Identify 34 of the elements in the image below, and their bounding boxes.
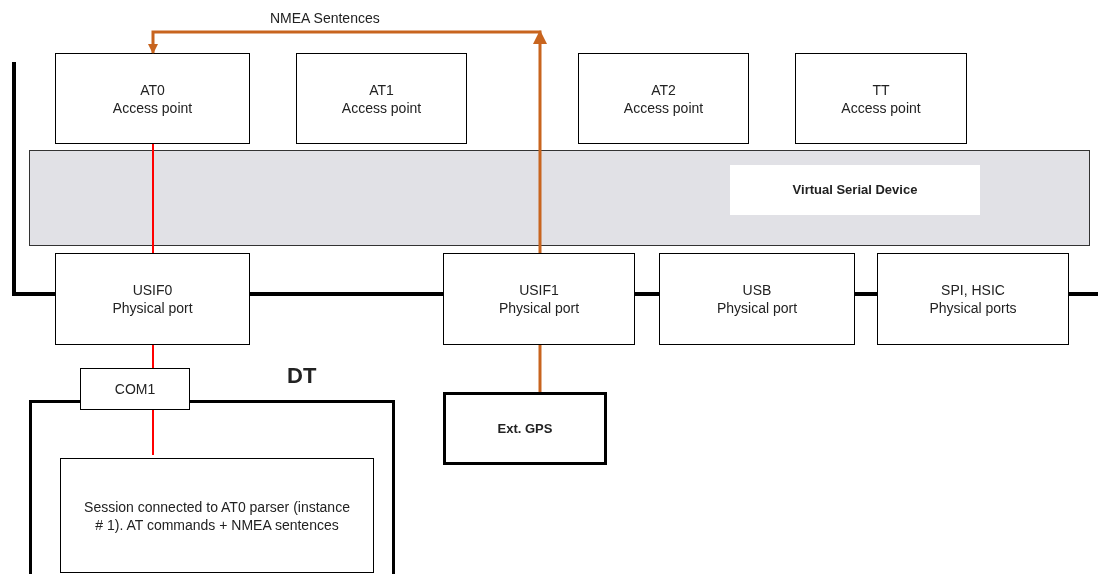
- text-box: [60, 458, 374, 573]
- box-text: Access point: [112, 98, 193, 117]
- band: [29, 150, 1090, 246]
- box-text: Physical port: [112, 299, 193, 317]
- group-title: DT: [287, 367, 317, 385]
- box-text: Ext. GPS: [497, 419, 553, 438]
- box-text: Physical port: [716, 299, 798, 317]
- box-text: Session connected to AT0 parser (instance # 1). AT commands + NMEA sentences: [83, 497, 351, 534]
- box-text: Physical ports: [929, 299, 1017, 317]
- port-box: [80, 368, 190, 410]
- access-point-box: [296, 53, 467, 144]
- box: [443, 392, 607, 465]
- box-text: Virtual Serial Device: [792, 181, 918, 199]
- edge-label: NMEA Sentences: [268, 10, 382, 26]
- box-text: Access point: [841, 98, 921, 117]
- box-text: USIF0: [132, 281, 173, 299]
- box-text: COM1: [114, 380, 156, 398]
- port-box: [659, 253, 855, 345]
- box-text: AT1: [369, 80, 394, 99]
- access-point-box: [55, 53, 250, 144]
- box-text: AT0: [140, 80, 165, 99]
- access-point-box: [795, 53, 967, 144]
- box-text: TT: [872, 80, 890, 99]
- port-box: [55, 253, 250, 345]
- box-text: USIF1: [519, 281, 559, 299]
- box-text: Physical port: [498, 299, 580, 317]
- box-text: USB: [742, 281, 772, 299]
- box-text: Access point: [341, 98, 422, 117]
- access-point-box: [578, 53, 749, 144]
- box-text: AT2: [651, 80, 676, 99]
- port-box: [443, 253, 635, 345]
- box-text: Access point: [623, 98, 704, 117]
- box-text: SPI, HSIC: [941, 281, 1005, 299]
- port-box: [877, 253, 1069, 345]
